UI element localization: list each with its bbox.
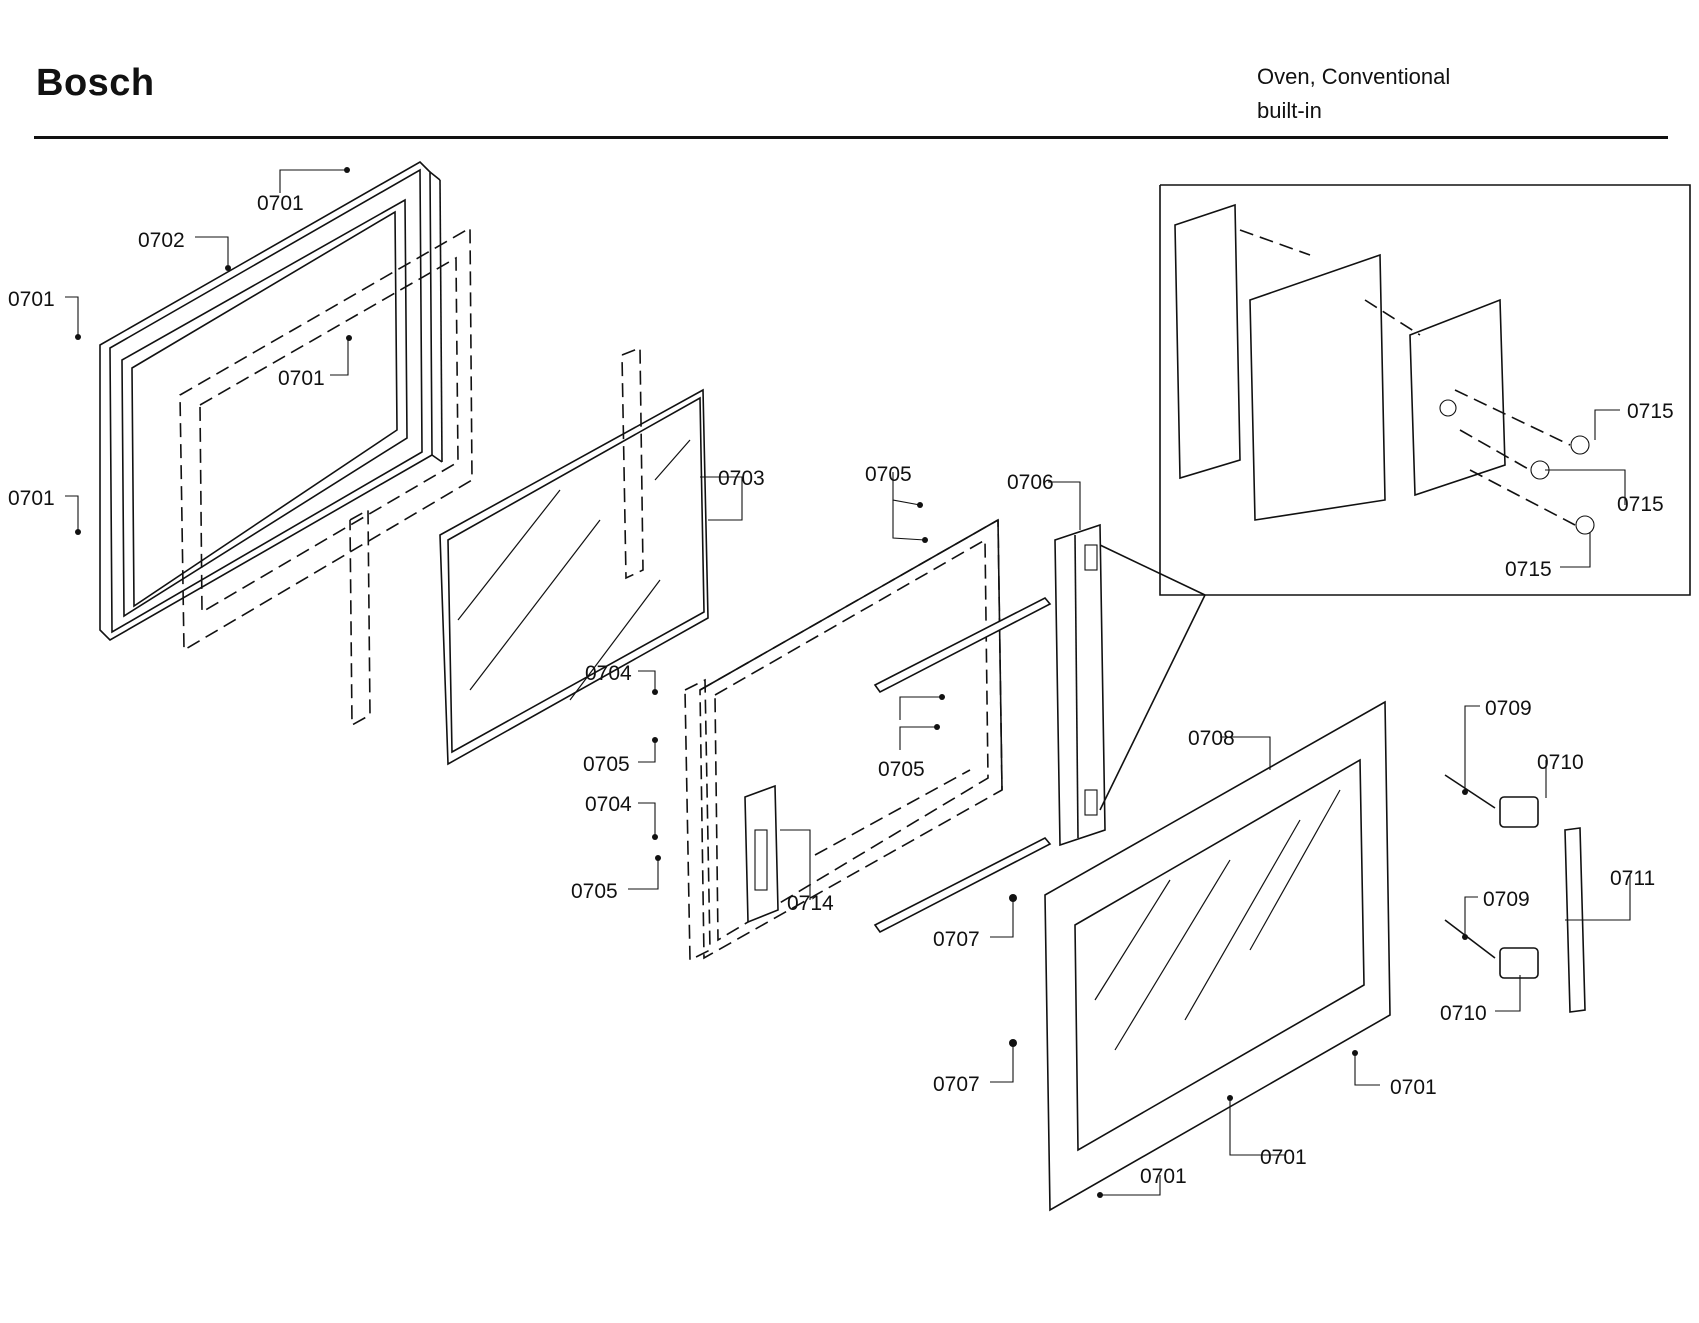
label-0701-bottom: 0701: [1140, 1165, 1187, 1188]
part-number-labels: 0701 0702 0701 0701 0701 0703 0705 0706 …: [8, 192, 1674, 1188]
label-0711: 0711: [1610, 867, 1655, 890]
inner-seal-frame: [179, 226, 473, 652]
label-0707-lower: 0707: [933, 1073, 980, 1096]
label-0709-upper: 0709: [1485, 697, 1532, 720]
label-0705-mid: 0705: [878, 758, 925, 781]
detail-inset: [1099, 184, 1691, 811]
hinge-rails: [873, 596, 1052, 934]
label-0701-left-lower: 0701: [8, 487, 55, 510]
label-0701-inner: 0701: [278, 367, 325, 390]
product-type: Oven, Conventional: [1257, 64, 1451, 89]
hinge-bracket: [1054, 523, 1106, 847]
label-0708: 0708: [1188, 727, 1235, 750]
label-0701-right: 0701: [1390, 1076, 1437, 1099]
label-0701-left-upper: 0701: [8, 288, 55, 311]
label-0715-a: 0715: [1627, 400, 1674, 423]
label-0701-top: 0701: [257, 192, 304, 215]
label-0702: 0702: [138, 229, 185, 252]
label-0710-lower: 0710: [1440, 1002, 1487, 1025]
label-0704-upper: 0704: [585, 662, 632, 685]
label-0714: 0714: [787, 892, 834, 915]
inner-frame-assembly: [684, 518, 1003, 962]
leader-lines: [65, 167, 1631, 1198]
label-0705-mid-left: 0705: [583, 753, 630, 776]
label-0715-b: 0715: [1617, 493, 1664, 516]
header-divider: [34, 136, 1668, 139]
brand-logo: Bosch: [36, 62, 155, 104]
trim-strip-left: [349, 508, 371, 727]
glass-strip: [621, 346, 644, 580]
label-0705-top: 0705: [865, 463, 912, 486]
label-0701-bottom-mid: 0701: [1260, 1146, 1307, 1169]
latch-bracket: [744, 784, 779, 924]
product-subtype: built-in: [1257, 98, 1322, 123]
label-0707-upper: 0707: [933, 928, 980, 951]
outer-door-frame: [99, 161, 443, 641]
label-0710-upper: 0710: [1537, 751, 1584, 774]
label-0703: 0703: [718, 467, 765, 490]
label-0706: 0706: [1007, 471, 1054, 494]
outer-glass-door: [1044, 700, 1391, 1212]
glass-pane: [439, 388, 709, 766]
label-0705-lower-left: 0705: [571, 880, 618, 903]
label-0704-lower: 0704: [585, 793, 632, 816]
label-0709-lower: 0709: [1483, 888, 1530, 911]
label-0715-c: 0715: [1505, 558, 1552, 581]
